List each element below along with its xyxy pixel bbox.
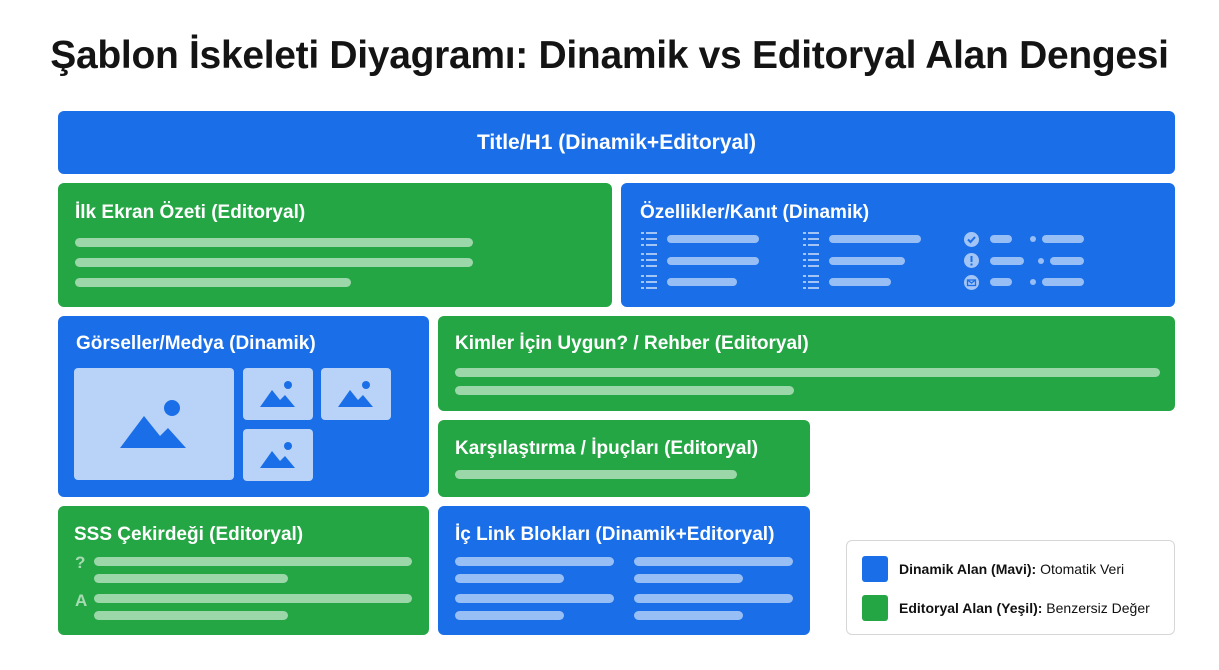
text-line bbox=[634, 574, 743, 583]
text-line bbox=[455, 611, 564, 620]
text-line bbox=[94, 611, 288, 620]
text-line bbox=[1042, 278, 1084, 286]
text-line bbox=[455, 557, 614, 566]
text-line bbox=[455, 386, 794, 395]
legend: Dinamik Alan (Mavi): Otomatik Veri Edito… bbox=[846, 540, 1175, 635]
text-line bbox=[829, 278, 891, 286]
text-line bbox=[634, 611, 743, 620]
exclamation-icon bbox=[964, 253, 979, 268]
audience-block: Kimler İçin Uygun? / Rehber (Editoryal) bbox=[438, 316, 1175, 411]
legend-editorial-label: Editoryal Alan (Yeşil): bbox=[899, 600, 1043, 616]
image-icon bbox=[260, 381, 295, 407]
text-line bbox=[94, 557, 412, 566]
text-line bbox=[75, 238, 473, 247]
bullet-dot bbox=[1038, 258, 1044, 264]
summary-block-title: İlk Ekran Özeti (Editoryal) bbox=[75, 202, 306, 223]
text-line bbox=[455, 594, 614, 603]
email-icon bbox=[964, 275, 979, 290]
text-line bbox=[990, 257, 1024, 265]
text-line bbox=[94, 594, 412, 603]
image-placeholder-small bbox=[243, 368, 313, 420]
legend-item-editorial: Editoryal Alan (Yeşil): Benzersiz Değer bbox=[899, 600, 1150, 616]
list-icon bbox=[803, 232, 819, 246]
h1-block: Title/H1 (Dinamik+Editoryal) bbox=[58, 111, 1175, 174]
comparison-block-title: Karşılaştırma / İpuçları (Editoryal) bbox=[455, 438, 759, 459]
text-line bbox=[829, 257, 905, 265]
media-block: Görseller/Medya (Dinamik) bbox=[58, 316, 429, 497]
text-line bbox=[667, 257, 759, 265]
legend-swatch-dynamic bbox=[862, 556, 888, 582]
text-line bbox=[990, 278, 1012, 286]
media-block-title: Görseller/Medya (Dinamik) bbox=[76, 333, 316, 354]
bullet-dot bbox=[1030, 236, 1036, 242]
list-icon bbox=[803, 253, 819, 267]
image-icon bbox=[260, 442, 295, 468]
text-line bbox=[455, 574, 564, 583]
text-line bbox=[75, 258, 473, 267]
image-placeholder-large bbox=[74, 368, 234, 480]
faq-block-title: SSS Çekirdeği (Editoryal) bbox=[74, 524, 304, 545]
text-line bbox=[634, 557, 793, 566]
text-line bbox=[1050, 257, 1084, 265]
audience-block-title: Kimler İçin Uygun? / Rehber (Editoryal) bbox=[455, 333, 809, 354]
legend-dynamic-label: Dinamik Alan (Mavi): bbox=[899, 561, 1037, 577]
legend-dynamic-desc: Otomatik Veri bbox=[1040, 561, 1125, 577]
text-line bbox=[455, 470, 737, 479]
comparison-block: Karşılaştırma / İpuçları (Editoryal) bbox=[438, 420, 810, 497]
text-line bbox=[667, 235, 759, 243]
legend-item-dynamic: Dinamik Alan (Mavi): Otomatik Veri bbox=[899, 561, 1124, 577]
check-icon bbox=[964, 232, 979, 247]
internal-links-block-title: İç Link Blokları (Dinamik+Editoryal) bbox=[455, 524, 775, 545]
answer-marker: A bbox=[75, 591, 88, 610]
list-icon bbox=[803, 275, 819, 289]
text-line bbox=[667, 278, 737, 286]
text-line bbox=[829, 235, 921, 243]
text-line bbox=[75, 278, 351, 287]
features-block-title: Özellikler/Kanıt (Dinamik) bbox=[640, 202, 870, 223]
image-icon bbox=[338, 381, 373, 407]
image-placeholder-small bbox=[243, 429, 313, 481]
page-title: Şablon İskeleti Diyagramı: Dinamik vs Ed… bbox=[50, 34, 1169, 77]
bullet-dot bbox=[1030, 279, 1036, 285]
list-icon bbox=[641, 232, 657, 246]
h1-block-title: Title/H1 (Dinamik+Editoryal) bbox=[476, 130, 757, 154]
text-line bbox=[634, 594, 793, 603]
legend-swatch-editorial bbox=[862, 595, 888, 621]
question-marker: ? bbox=[75, 553, 86, 572]
features-block: Özellikler/Kanıt (Dinamik) bbox=[621, 183, 1175, 307]
legend-editorial-desc: Benzersiz Değer bbox=[1046, 600, 1150, 616]
text-line bbox=[94, 574, 288, 583]
list-icon bbox=[641, 253, 657, 267]
image-placeholder-small bbox=[321, 368, 391, 420]
text-line bbox=[455, 368, 1160, 377]
internal-links-block: İç Link Blokları (Dinamik+Editoryal) bbox=[438, 506, 810, 635]
summary-block: İlk Ekran Özeti (Editoryal) bbox=[58, 183, 612, 307]
faq-block: SSS Çekirdeği (Editoryal) ? A bbox=[58, 506, 429, 635]
text-line bbox=[990, 235, 1012, 243]
image-icon bbox=[120, 400, 186, 448]
list-icon bbox=[641, 275, 657, 289]
text-line bbox=[1042, 235, 1084, 243]
